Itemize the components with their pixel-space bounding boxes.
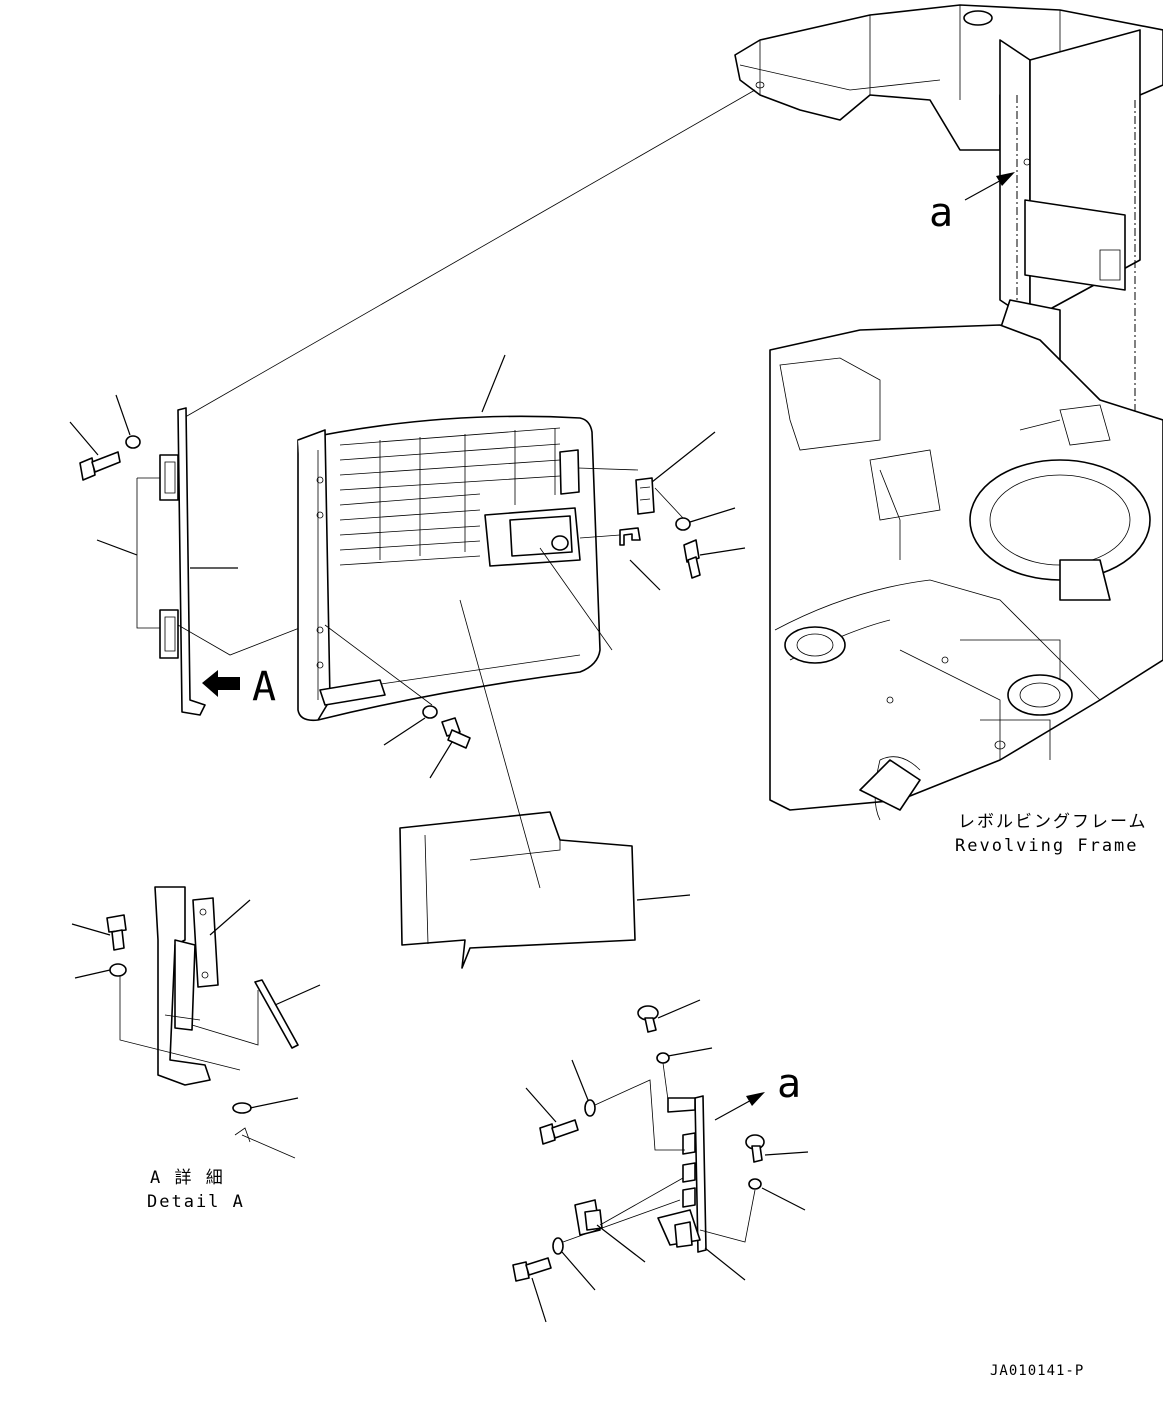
bolt-icon [683, 539, 701, 579]
drawing-code: JA010141-P [990, 1363, 1084, 1379]
bolt-icon [106, 914, 127, 951]
ref-label-a-top: a [929, 190, 953, 236]
frame-label-en: Revolving Frame [955, 836, 1139, 856]
door-bolt-lower [324, 624, 471, 779]
bolt-icon [745, 1134, 765, 1163]
bolt-icon [637, 1005, 659, 1033]
bolt-icon [79, 451, 121, 481]
leader-line-frame [179, 89, 756, 421]
frame-label-jp: レボルビングフレーム [958, 812, 1148, 832]
ref-label-a-bottom: a [777, 1061, 801, 1107]
view-label-a: A [252, 664, 276, 710]
hinge-bracket-left [69, 394, 321, 716]
cover-panel [399, 599, 691, 969]
bolt-icon [539, 1119, 579, 1145]
side-door-panel [297, 415, 601, 722]
revolving-frame [734, 4, 1163, 821]
detail-label-jp: A 詳 細 [150, 1168, 225, 1188]
view-arrow-icon [202, 670, 240, 697]
bolt-icon [512, 1257, 552, 1282]
latch-striker-parts [539, 431, 746, 651]
detail-label-en: Detail A [147, 1192, 245, 1212]
detail-a-view [71, 886, 321, 1159]
lower-bracket-assembly [512, 999, 809, 1323]
louver-grille [339, 427, 561, 566]
